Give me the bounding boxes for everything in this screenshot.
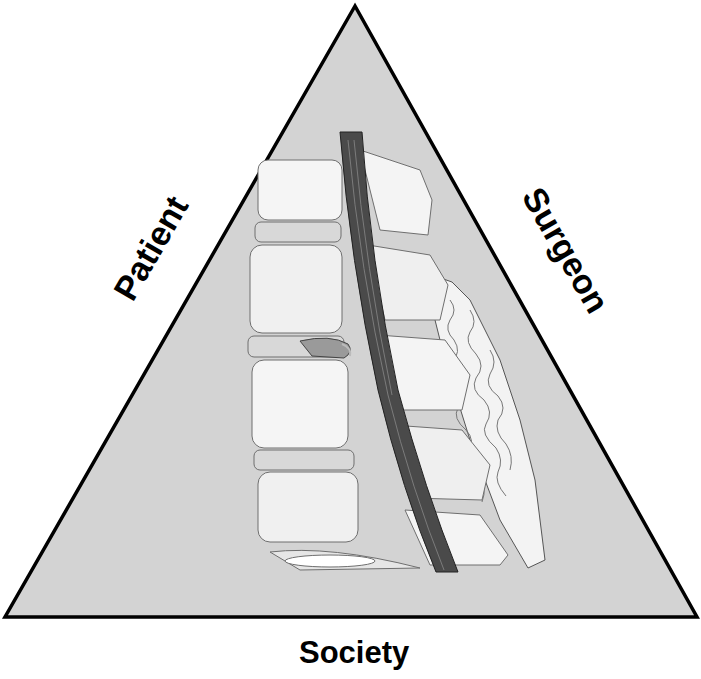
side-label: Patient [107, 190, 193, 305]
side-label: Surgeon [517, 182, 615, 318]
spine-illustration [248, 132, 545, 572]
triangle [5, 6, 697, 617]
side-label: Society [299, 637, 409, 668]
